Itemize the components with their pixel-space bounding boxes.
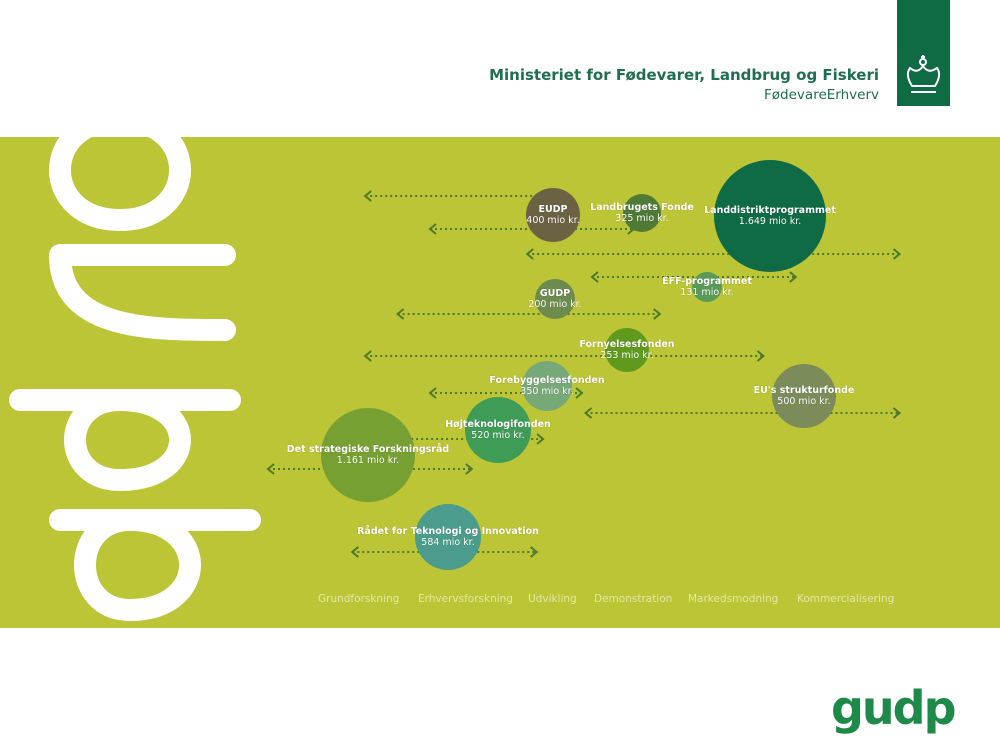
programme-bubble: [605, 328, 649, 372]
gudp-logo: gudp: [831, 681, 957, 735]
programme-arrow: [363, 350, 766, 362]
programme-arrow: [350, 546, 539, 558]
programme-amount: 350 mio kr.: [520, 386, 574, 397]
programme-amount: 584 mio kr.: [421, 537, 475, 548]
programme-arrow: [396, 308, 662, 320]
agency-name: FødevareErhverv: [764, 87, 879, 103]
programme-name: EFF-programmet: [662, 276, 752, 287]
programme-bubble: [623, 194, 661, 232]
programme-arrow: [590, 271, 798, 283]
programme-arrow: [363, 190, 552, 202]
programme-bubble: [692, 272, 722, 302]
programme-amount: 131 mio kr.: [680, 287, 734, 298]
programme-name: Fornyelsesfonden: [579, 339, 675, 350]
stage-label: Kommercialisering: [797, 593, 895, 605]
stage-label: Udvikling: [528, 593, 577, 605]
programme-bubble: [714, 160, 826, 272]
ministry-header: Ministeriet for Fødevarer, Landbrug og F…: [489, 65, 879, 105]
stage-label: Grundforskning: [318, 593, 400, 605]
programme-name: Det strategiske Forskningsråd: [286, 444, 450, 455]
programme-bubble: [526, 188, 580, 242]
programme-name: EU's strukturfonde: [753, 385, 855, 396]
programme-bubble: [535, 279, 575, 319]
stage-label: Erhvervsforskning: [418, 593, 513, 605]
programme-name: Landdistriktprogrammet: [704, 205, 836, 216]
programme-amount: 325 mio kr.: [615, 213, 669, 224]
programme-bubble: [465, 397, 531, 463]
programme-name: Højteknologifonden: [445, 419, 551, 430]
programme-amount: 500 mio kr.: [777, 396, 831, 407]
stage-label: Markedsmodning: [688, 593, 779, 605]
programme-name: Landbrugets Fonde: [590, 202, 694, 213]
crown-icon: [906, 55, 941, 93]
programme-amount: 1.649 mio kr.: [738, 216, 802, 227]
programme-amount: 520 mio kr.: [471, 430, 525, 441]
programme-name: Rådet for Teknologi og Innovation: [357, 526, 539, 537]
programme-name: EUDP: [538, 204, 568, 215]
ministry-name: Ministeriet for Fødevarer, Landbrug og F…: [489, 66, 879, 84]
programme-bubble: [321, 408, 415, 502]
programme-amount: 1.161 mio kr.: [336, 455, 400, 466]
programme-bubble: [522, 361, 572, 411]
programme-arrow: [583, 407, 902, 419]
programme-arrow: [525, 248, 902, 260]
stage-label: Demonstration: [594, 593, 673, 605]
programme-bubble: [772, 364, 836, 428]
programme-amount: 253 mio kr.: [600, 350, 654, 361]
programme-amount: 200 mio kr.: [528, 299, 582, 310]
programme-name: GUDP: [539, 288, 571, 299]
programme-bubble: [415, 504, 481, 570]
programme-name: Forebyggelsesfonden: [489, 375, 605, 386]
programme-amount: 400 mio kr.: [526, 215, 580, 226]
ministry-crest: [897, 0, 950, 106]
